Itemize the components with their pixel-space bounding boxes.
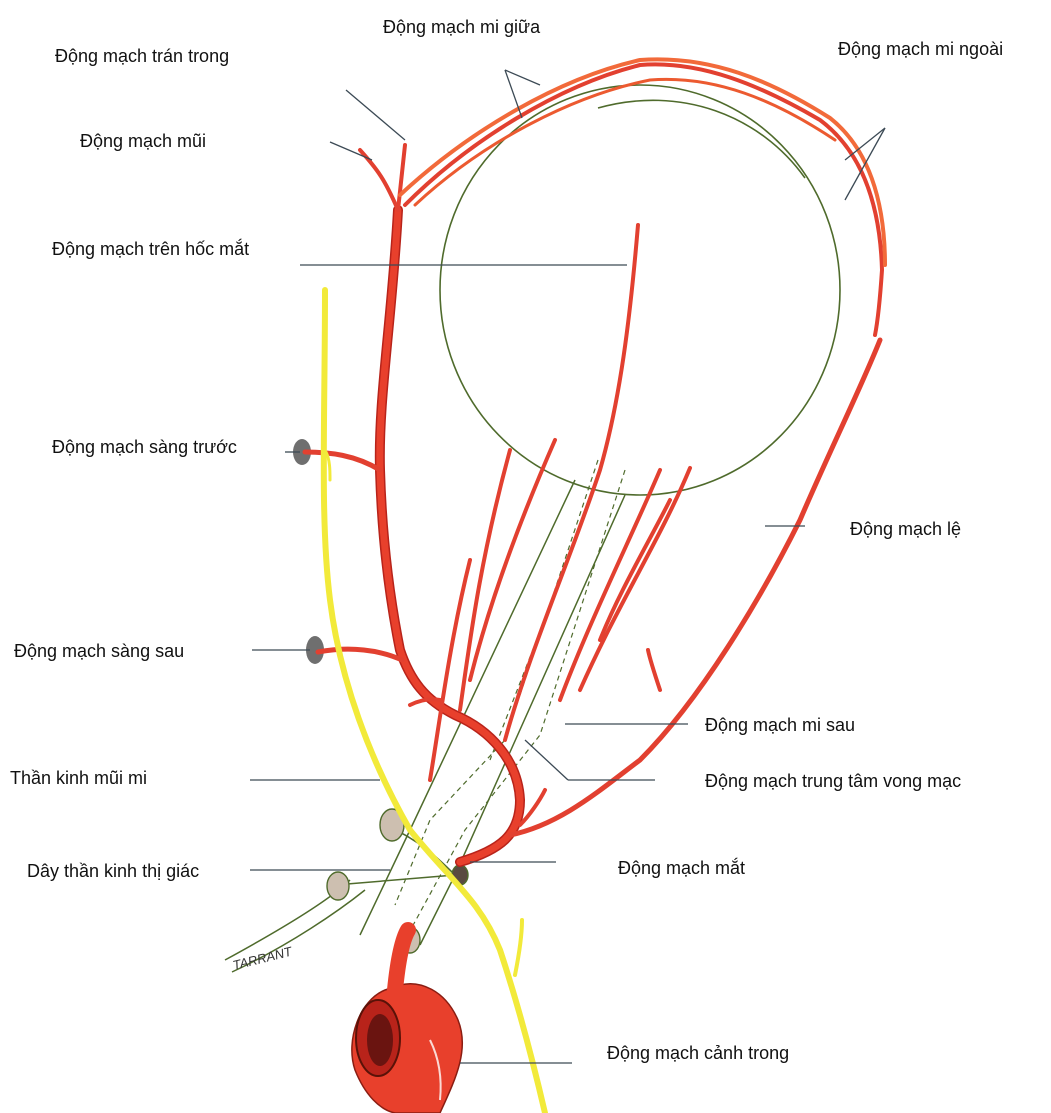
label-dong-mach-mi-sau: Động mạch mi sau [705, 714, 855, 736]
artist-signature: TARRANT [231, 943, 294, 972]
eyeball-outline [440, 85, 840, 495]
eyeball-upper-arc [598, 100, 805, 178]
label-than-kinh-mui-mi: Thần kinh mũi mi [10, 767, 147, 789]
label-dong-mach-trung-tam-vong-mac: Động mạch trung tâm vong mạc [705, 770, 961, 792]
label-dong-mach-tren-hoc-mat: Động mạch trên hốc mắt [52, 238, 249, 260]
label-dong-mach-canh-trong: Động mạch cảnh trong [607, 1042, 789, 1064]
label-dong-mach-tran-trong: Động mạch trán trong [55, 45, 229, 67]
optic-canal-rings [327, 809, 468, 953]
label-dong-mach-le: Động mạch lệ [850, 518, 961, 540]
label-dong-mach-mui: Động mạch mũi [80, 130, 206, 152]
leader-lines [250, 70, 885, 1063]
ophthalmic-artery-trunk [380, 210, 520, 862]
optic-nerve-sheath [225, 480, 625, 972]
label-dong-mach-sang-sau: Động mạch sàng sau [14, 640, 184, 662]
label-dong-mach-mat: Động mạch mắt [618, 857, 745, 879]
label-dong-mach-sang-truoc: Động mạch sàng trước [52, 436, 237, 458]
supraorbital-arteries [400, 59, 885, 265]
label-day-than-kinh-thi-giac: Dây thần kinh thị giác [27, 860, 199, 882]
label-dong-mach-mi-ngoai: Động mạch mi ngoài [838, 38, 1003, 60]
label-dong-mach-mi-giua: Động mạch mi giữa [383, 16, 540, 38]
internal-carotid-artery [352, 930, 462, 1113]
